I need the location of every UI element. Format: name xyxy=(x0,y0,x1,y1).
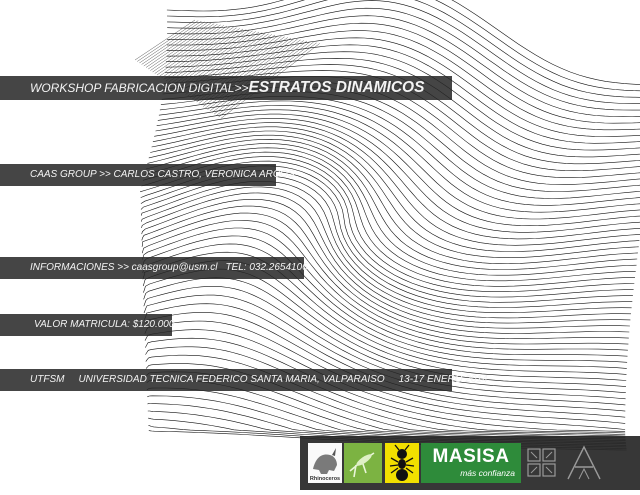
contour-line xyxy=(167,0,640,104)
contour-line xyxy=(148,134,638,265)
contour-line xyxy=(143,277,626,393)
contour-line xyxy=(141,220,628,351)
contour-line xyxy=(142,251,627,375)
wireframe-line xyxy=(161,27,234,79)
masisa-logo-name: MASISA xyxy=(432,446,510,467)
wireframe-line xyxy=(150,24,218,71)
wireframe-line xyxy=(137,20,199,62)
grasshopper-logo-icon xyxy=(344,443,382,483)
wireframe-line xyxy=(156,25,228,76)
contour-line xyxy=(144,312,626,418)
contour-line xyxy=(166,0,640,92)
architecture-a-icon xyxy=(564,443,604,483)
workshop-dates: 13-17 ENERO 2014 xyxy=(398,374,488,385)
wireframe-line xyxy=(145,22,212,68)
contour-line xyxy=(143,286,626,400)
contour-line xyxy=(145,363,626,437)
contour-line xyxy=(145,346,626,434)
wireframe-line xyxy=(134,19,196,61)
contour-line xyxy=(167,7,640,111)
wireframe-line xyxy=(143,22,208,67)
contour-line xyxy=(155,113,640,233)
contour-line xyxy=(141,156,635,292)
contour-line xyxy=(140,165,633,303)
rhino-logo-label: Rhinoceros xyxy=(309,476,341,482)
university-name: UNIVERSIDAD TECNICA FEDERICO SANTA MARIA… xyxy=(78,374,385,385)
contour-line xyxy=(141,205,629,339)
wireframe-line xyxy=(170,29,247,85)
wireframe-line xyxy=(163,27,237,80)
organizers-text: CAAS GROUP >> CARLOS CASTRO, VERONICA AR… xyxy=(30,169,295,180)
contour-line xyxy=(165,57,640,158)
workshop-title: ESTRATOS DINAMICOS xyxy=(248,79,425,96)
contact-band: INFORMACIONES >> caasgroup@usm.cl TEL: 03… xyxy=(0,257,308,279)
contour-line xyxy=(166,37,640,137)
contour-line xyxy=(142,151,636,287)
contour-line xyxy=(154,118,640,240)
wireframe-line xyxy=(141,21,205,65)
contour-line xyxy=(150,130,639,259)
contour-line xyxy=(166,30,640,131)
title-prefix: WORKSHOP FABRICACION DIGITAL>> xyxy=(30,81,249,95)
contour-line xyxy=(144,303,626,412)
contour-line xyxy=(151,126,640,252)
contour-line xyxy=(166,0,640,85)
contour-line xyxy=(144,147,636,282)
masisa-logo: MASISA más confianza xyxy=(421,443,521,483)
contour-line xyxy=(159,96,640,206)
contour-line xyxy=(145,143,637,276)
contact-phone-text: TEL: 032.2654106 xyxy=(225,262,308,273)
sponsor-logos-bar: Rhinoceros MASISA más confianza xyxy=(300,436,640,490)
university-abbrev: UTFSM xyxy=(30,374,65,385)
venue-band: UTFSM UNIVERSIDAD TECNICA FEDERICO SANTA … xyxy=(0,369,488,391)
contour-line xyxy=(140,181,632,319)
contour-line xyxy=(167,0,640,98)
wireframe-line xyxy=(139,21,202,64)
contour-line xyxy=(142,243,627,369)
contour-line xyxy=(166,22,640,124)
contour-line xyxy=(157,105,640,220)
contour-line xyxy=(141,192,630,329)
contour-line xyxy=(147,138,638,270)
wireframe-line xyxy=(154,25,224,74)
contour-line xyxy=(142,235,628,363)
contour-line xyxy=(141,198,630,334)
contour-line xyxy=(143,294,626,406)
title-band: WORKSHOP FABRICACION DIGITAL>>ESTRATOS D… xyxy=(0,76,452,100)
price-text: VALOR MATRICULA: $120.000 xyxy=(34,319,175,330)
wireframe-line xyxy=(159,26,231,77)
contour-line xyxy=(165,51,640,151)
contact-email-text[interactable]: INFORMACIONES >> caasgroup@usm.cl xyxy=(30,262,218,273)
organizers-band: CAAS GROUP >> CARLOS CASTRO, VERONICA AR… xyxy=(0,164,295,186)
wireframe-line xyxy=(148,23,215,70)
wireframe-line xyxy=(167,28,244,83)
contour-line xyxy=(141,186,631,324)
wireframe-line xyxy=(152,24,221,73)
contour-line xyxy=(145,354,626,435)
usm-crest-icon xyxy=(526,443,558,483)
masisa-logo-tagline: más confianza xyxy=(460,468,515,478)
wireframe-line xyxy=(165,28,240,82)
ant-logo-icon xyxy=(385,443,419,483)
rhino-logo-icon: Rhinoceros xyxy=(308,443,342,483)
contour-line xyxy=(156,109,640,227)
contour-line xyxy=(152,122,640,246)
price-band: VALOR MATRICULA: $120.000 xyxy=(0,314,175,336)
contour-line xyxy=(167,15,640,117)
contour-line xyxy=(158,100,640,213)
contour-line xyxy=(141,212,629,345)
contour-line xyxy=(142,227,628,357)
